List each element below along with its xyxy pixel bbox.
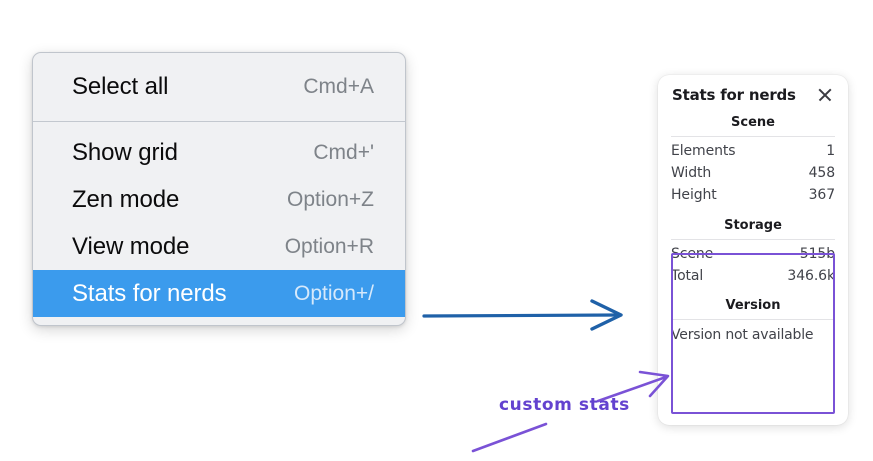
stat-row-height: Height 367: [671, 184, 835, 206]
menu-item-stats-for-nerds[interactable]: Stats for nerds Option+/: [33, 270, 405, 317]
stat-row-scene-storage: Scene 515b: [671, 243, 835, 265]
menu-item-label: Stats for nerds: [72, 279, 227, 307]
menu-item-show-grid[interactable]: Show grid Cmd+': [33, 129, 405, 176]
menu-item-shortcut: Cmd+': [313, 140, 374, 164]
stat-row-width: Width 458: [671, 162, 835, 184]
menu-item-zen-mode[interactable]: Zen mode Option+Z: [33, 176, 405, 223]
menu-item-label: Show grid: [72, 138, 178, 166]
stat-key: Total: [671, 268, 704, 284]
menu-item-view-mode[interactable]: View mode Option+R: [33, 223, 405, 270]
stat-row-elements: Elements 1: [671, 140, 835, 162]
section-rule: [671, 319, 835, 320]
menu-item-select-all[interactable]: Select all Cmd+A: [33, 63, 405, 110]
close-icon[interactable]: [816, 86, 834, 104]
menu-item-label: View mode: [72, 232, 190, 260]
menu-item-shortcut: Option+/: [294, 281, 374, 305]
stat-key: Width: [671, 165, 712, 181]
stats-for-nerds-panel: Stats for nerds Scene Elements 1 Width 4…: [658, 75, 848, 425]
context-menu: Select all Cmd+A Show grid Cmd+' Zen mod…: [32, 52, 406, 326]
menu-item-shortcut: Option+Z: [287, 187, 374, 211]
menu-divider: [33, 121, 405, 122]
section-title-version: Version: [725, 298, 781, 313]
menu-item-shortcut: Option+R: [284, 234, 374, 258]
stat-value: 515b: [799, 246, 835, 262]
section-title-scene: Scene: [731, 115, 775, 130]
version-value: Version not available: [671, 327, 814, 343]
menu-item-label: Zen mode: [72, 185, 180, 213]
section-title-storage: Storage: [724, 218, 782, 233]
menu-item-label: Select all: [72, 72, 169, 100]
stat-row-total-storage: Total 346.6k: [671, 265, 835, 287]
blue-arrow: [422, 299, 623, 331]
menu-item-shortcut: Cmd+A: [303, 74, 374, 98]
stat-value: 1: [826, 143, 835, 159]
section-rule: [671, 136, 835, 137]
stat-value: 458: [808, 165, 836, 181]
stat-value: 367: [808, 187, 836, 203]
stat-key: Scene: [671, 246, 714, 262]
stat-key: Elements: [671, 143, 736, 159]
menu-group-2: Show grid Cmd+' Zen mode Option+Z View m…: [33, 122, 405, 325]
stat-key: Height: [671, 187, 717, 203]
stat-value: 346.6k: [787, 268, 835, 284]
custom-stats-annotation-label: custom stats: [499, 395, 630, 415]
stats-panel-header: Stats for nerds: [658, 75, 848, 108]
stats-panel-body: Scene Elements 1 Width 458 Height 367 St…: [658, 108, 848, 346]
section-rule: [671, 239, 835, 240]
stats-panel-title: Stats for nerds: [672, 86, 796, 104]
menu-group-1: Select all Cmd+A: [33, 53, 405, 121]
